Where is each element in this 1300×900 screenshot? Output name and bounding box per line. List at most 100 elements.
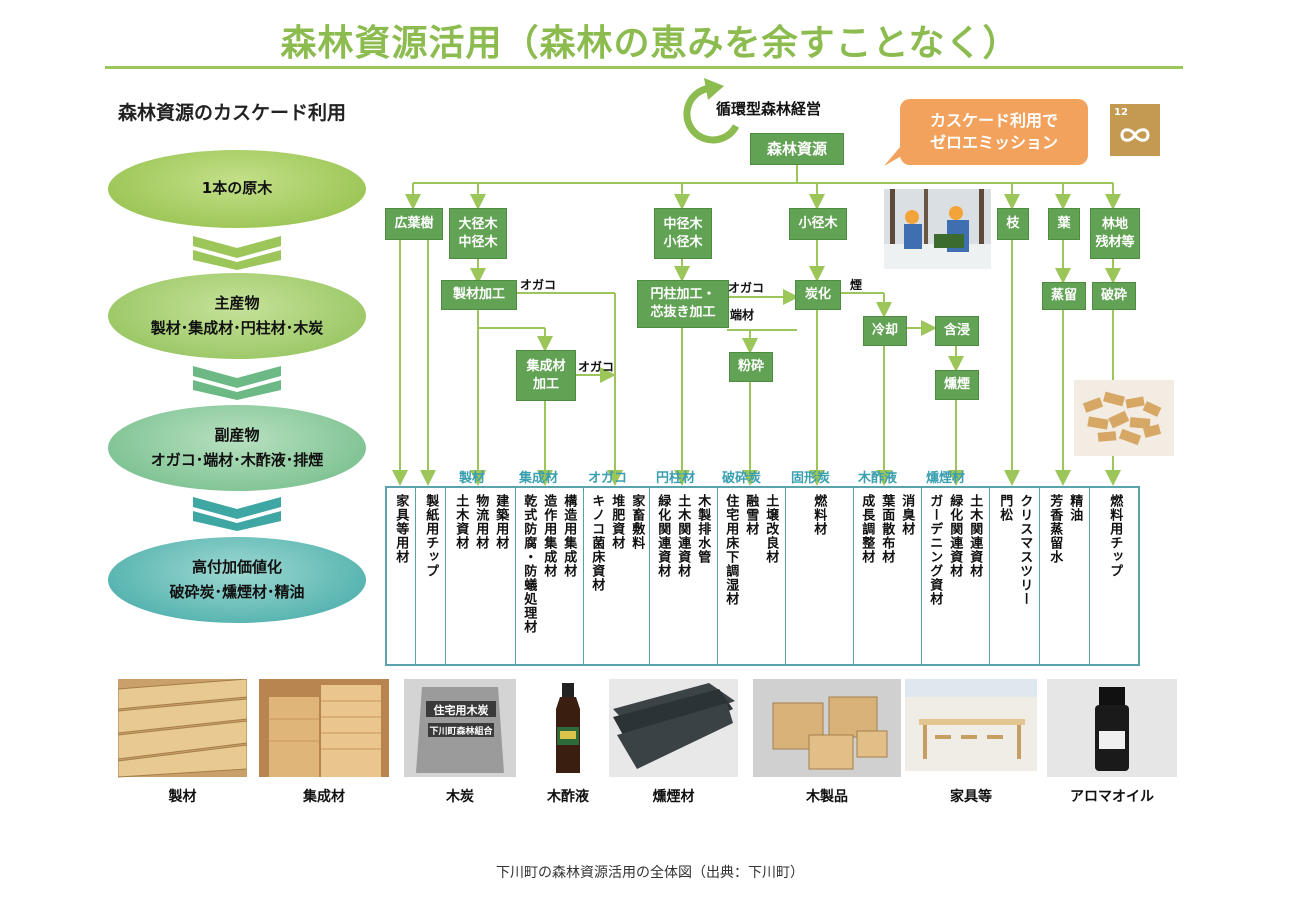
- use-item: 製紙用チップ: [423, 494, 439, 578]
- category-label: 破砕炭: [722, 471, 762, 486]
- use-item: ガーデニング資材: [927, 494, 943, 606]
- product-label: 集成材: [303, 789, 345, 805]
- flow-label-ogako: オガコ: [578, 360, 615, 374]
- wood-chips-photo: [1074, 380, 1174, 456]
- use-item: 建築用材: [493, 494, 509, 550]
- cascade-step-name: 副産物: [214, 425, 260, 444]
- process-crush: 粉砕: [729, 352, 773, 382]
- furniture-photo: [905, 679, 1037, 771]
- product-label: 燻煙材: [652, 789, 695, 805]
- cascade-step-detail: オガコ･端材･木酢液･排煙: [150, 451, 324, 469]
- process-line: 加工: [532, 376, 559, 392]
- wood-vinegar-bottle-photo: [556, 683, 580, 773]
- process-soak: 含浸: [935, 316, 979, 346]
- product-label: 製材: [168, 789, 197, 805]
- uses-column: 緑化関連資材 土木関連資材 木製排水管: [649, 488, 717, 664]
- uses-column: 家具等用材: [387, 488, 415, 664]
- cycle-label: 循環型森林経営: [716, 100, 822, 118]
- process-line: 芯抜き加工: [650, 305, 716, 320]
- uses-column: 製紙用チップ: [415, 488, 445, 664]
- aroma-oil-photo: [1047, 679, 1177, 777]
- uses-column: 土木資材 物流用材 建築用材: [445, 488, 515, 664]
- use-item: 成長調整材: [859, 494, 875, 564]
- product-label: 木製品: [806, 789, 848, 805]
- process-chip: 破砕: [1092, 282, 1136, 310]
- source-line: 中径木: [458, 234, 498, 250]
- category-label: 固形炭: [791, 471, 831, 486]
- source-line: 中径木: [663, 216, 703, 232]
- chevron-down-icon: [193, 236, 281, 270]
- use-item: 木製排水管: [695, 494, 711, 564]
- use-item: 住宅用床下調湿材: [723, 494, 739, 606]
- section-subtitle: 森林資源のカスケード利用: [118, 102, 347, 124]
- uses-column: 芳香蒸留水 精油: [1039, 488, 1089, 664]
- callout-line: ゼロエミッション: [929, 133, 1058, 152]
- category-label: 燻煙材: [926, 471, 966, 486]
- use-item: 家具等用材: [393, 494, 409, 564]
- use-item: 土木資材: [453, 494, 469, 550]
- use-item: 芳香蒸留水: [1047, 494, 1063, 564]
- process-column: 円柱加工・ 芯抜き加工: [637, 280, 729, 328]
- uses-column: 燃料材: [785, 488, 853, 664]
- process-cool: 冷却: [863, 316, 907, 346]
- cascade-step-detail: 破砕炭･燻煙材･精油: [169, 583, 305, 601]
- cascade-step-high-value: 高付加価値化 破砕炭･燻煙材･精油: [108, 537, 366, 623]
- use-item: 燃料材: [811, 494, 827, 536]
- use-item: 土壌改良材: [763, 494, 779, 564]
- process-glulam: 集成材 加工: [516, 350, 576, 401]
- product-label: アロマオイル: [1070, 789, 1154, 805]
- uses-table: 家具等用材 製紙用チップ 土木資材 物流用材 建築用材 乾式防腐・防蟻処理材 造…: [385, 486, 1140, 666]
- product-label: 木酢液: [547, 789, 589, 805]
- use-item: 構造用集成材: [561, 494, 577, 578]
- process-carbonize: 炭化: [795, 280, 841, 310]
- charcoal-bag-text: 下川町森林組合: [429, 725, 493, 737]
- source-large-diameter: 大径木 中径木: [449, 208, 507, 259]
- uses-column: 乾式防腐・防蟻処理材 造作用集成材 構造用集成材: [515, 488, 583, 664]
- use-item: 消臭材: [899, 494, 915, 536]
- chevron-down-icon: [193, 366, 281, 400]
- process-line: 集成材: [526, 358, 566, 374]
- category-label: 集成材: [519, 471, 559, 486]
- sdg-badge: 12: [1110, 104, 1160, 156]
- forest-workers-photo: [884, 189, 991, 269]
- charcoal-bag-text: 住宅用木炭: [434, 703, 489, 717]
- source-hardwood: 広葉樹: [385, 208, 443, 240]
- chevron-down-icon: [193, 497, 281, 531]
- use-item: 緑化関連資材: [655, 494, 671, 578]
- use-item: 緑化関連資材: [947, 494, 963, 578]
- page-title: 森林資源活用（森林の恵みを余すことなく）: [280, 23, 1020, 64]
- flow-label-smoke: 煙: [850, 278, 863, 292]
- flow-label-offcut: 端材: [730, 308, 755, 322]
- category-label: 製材: [459, 471, 486, 486]
- source-line: 大径木: [458, 216, 498, 232]
- source-line: 残材等: [1095, 234, 1135, 250]
- use-item: 精油: [1067, 494, 1083, 522]
- cascade-step-byproducts: 副産物 オガコ･端材･木酢液･排煙: [108, 405, 366, 491]
- process-sawmill: 製材加工: [441, 280, 517, 310]
- source-line: 林地: [1101, 216, 1128, 232]
- source-forest-residue: 林地 残材等: [1090, 208, 1140, 259]
- charcoal-bag-photo: 住宅用木炭 下川町森林組合: [404, 679, 516, 777]
- use-item: 堆肥資材: [609, 494, 625, 550]
- root-node-forest: 森林資源: [750, 133, 844, 165]
- uses-column: 燃料用チップ: [1089, 488, 1140, 664]
- category-label: 円柱材: [656, 471, 696, 486]
- use-item: 乾式防腐・防蟻処理材: [521, 494, 537, 634]
- lumber-photo: [118, 679, 247, 778]
- source-branch: 枝: [997, 208, 1029, 240]
- cascade-step-main-products: 主産物 製材･集成材･円柱材･木炭: [108, 273, 366, 359]
- use-item: 造作用集成材: [541, 494, 557, 578]
- use-item: クリスマスツリー: [1017, 494, 1033, 606]
- uses-column: キノコ菌床資材 堆肥資材 家畜敷料: [583, 488, 649, 664]
- sdg-number: 12: [1114, 107, 1128, 118]
- smoked-wood-photo: [609, 679, 738, 777]
- use-item: 家畜敷料: [629, 494, 645, 550]
- callout-bubble: カスケード利用で ゼロエミッション: [900, 99, 1088, 165]
- use-item: 門松: [997, 494, 1013, 522]
- callout-line: カスケード利用で: [929, 111, 1058, 131]
- product-label: 木炭: [446, 789, 474, 805]
- category-label: オガコ: [588, 471, 628, 486]
- title-divider: [105, 66, 1183, 69]
- cascade-step-name: 高付加価値化: [191, 557, 282, 576]
- use-item: 土木関連資材: [967, 494, 983, 578]
